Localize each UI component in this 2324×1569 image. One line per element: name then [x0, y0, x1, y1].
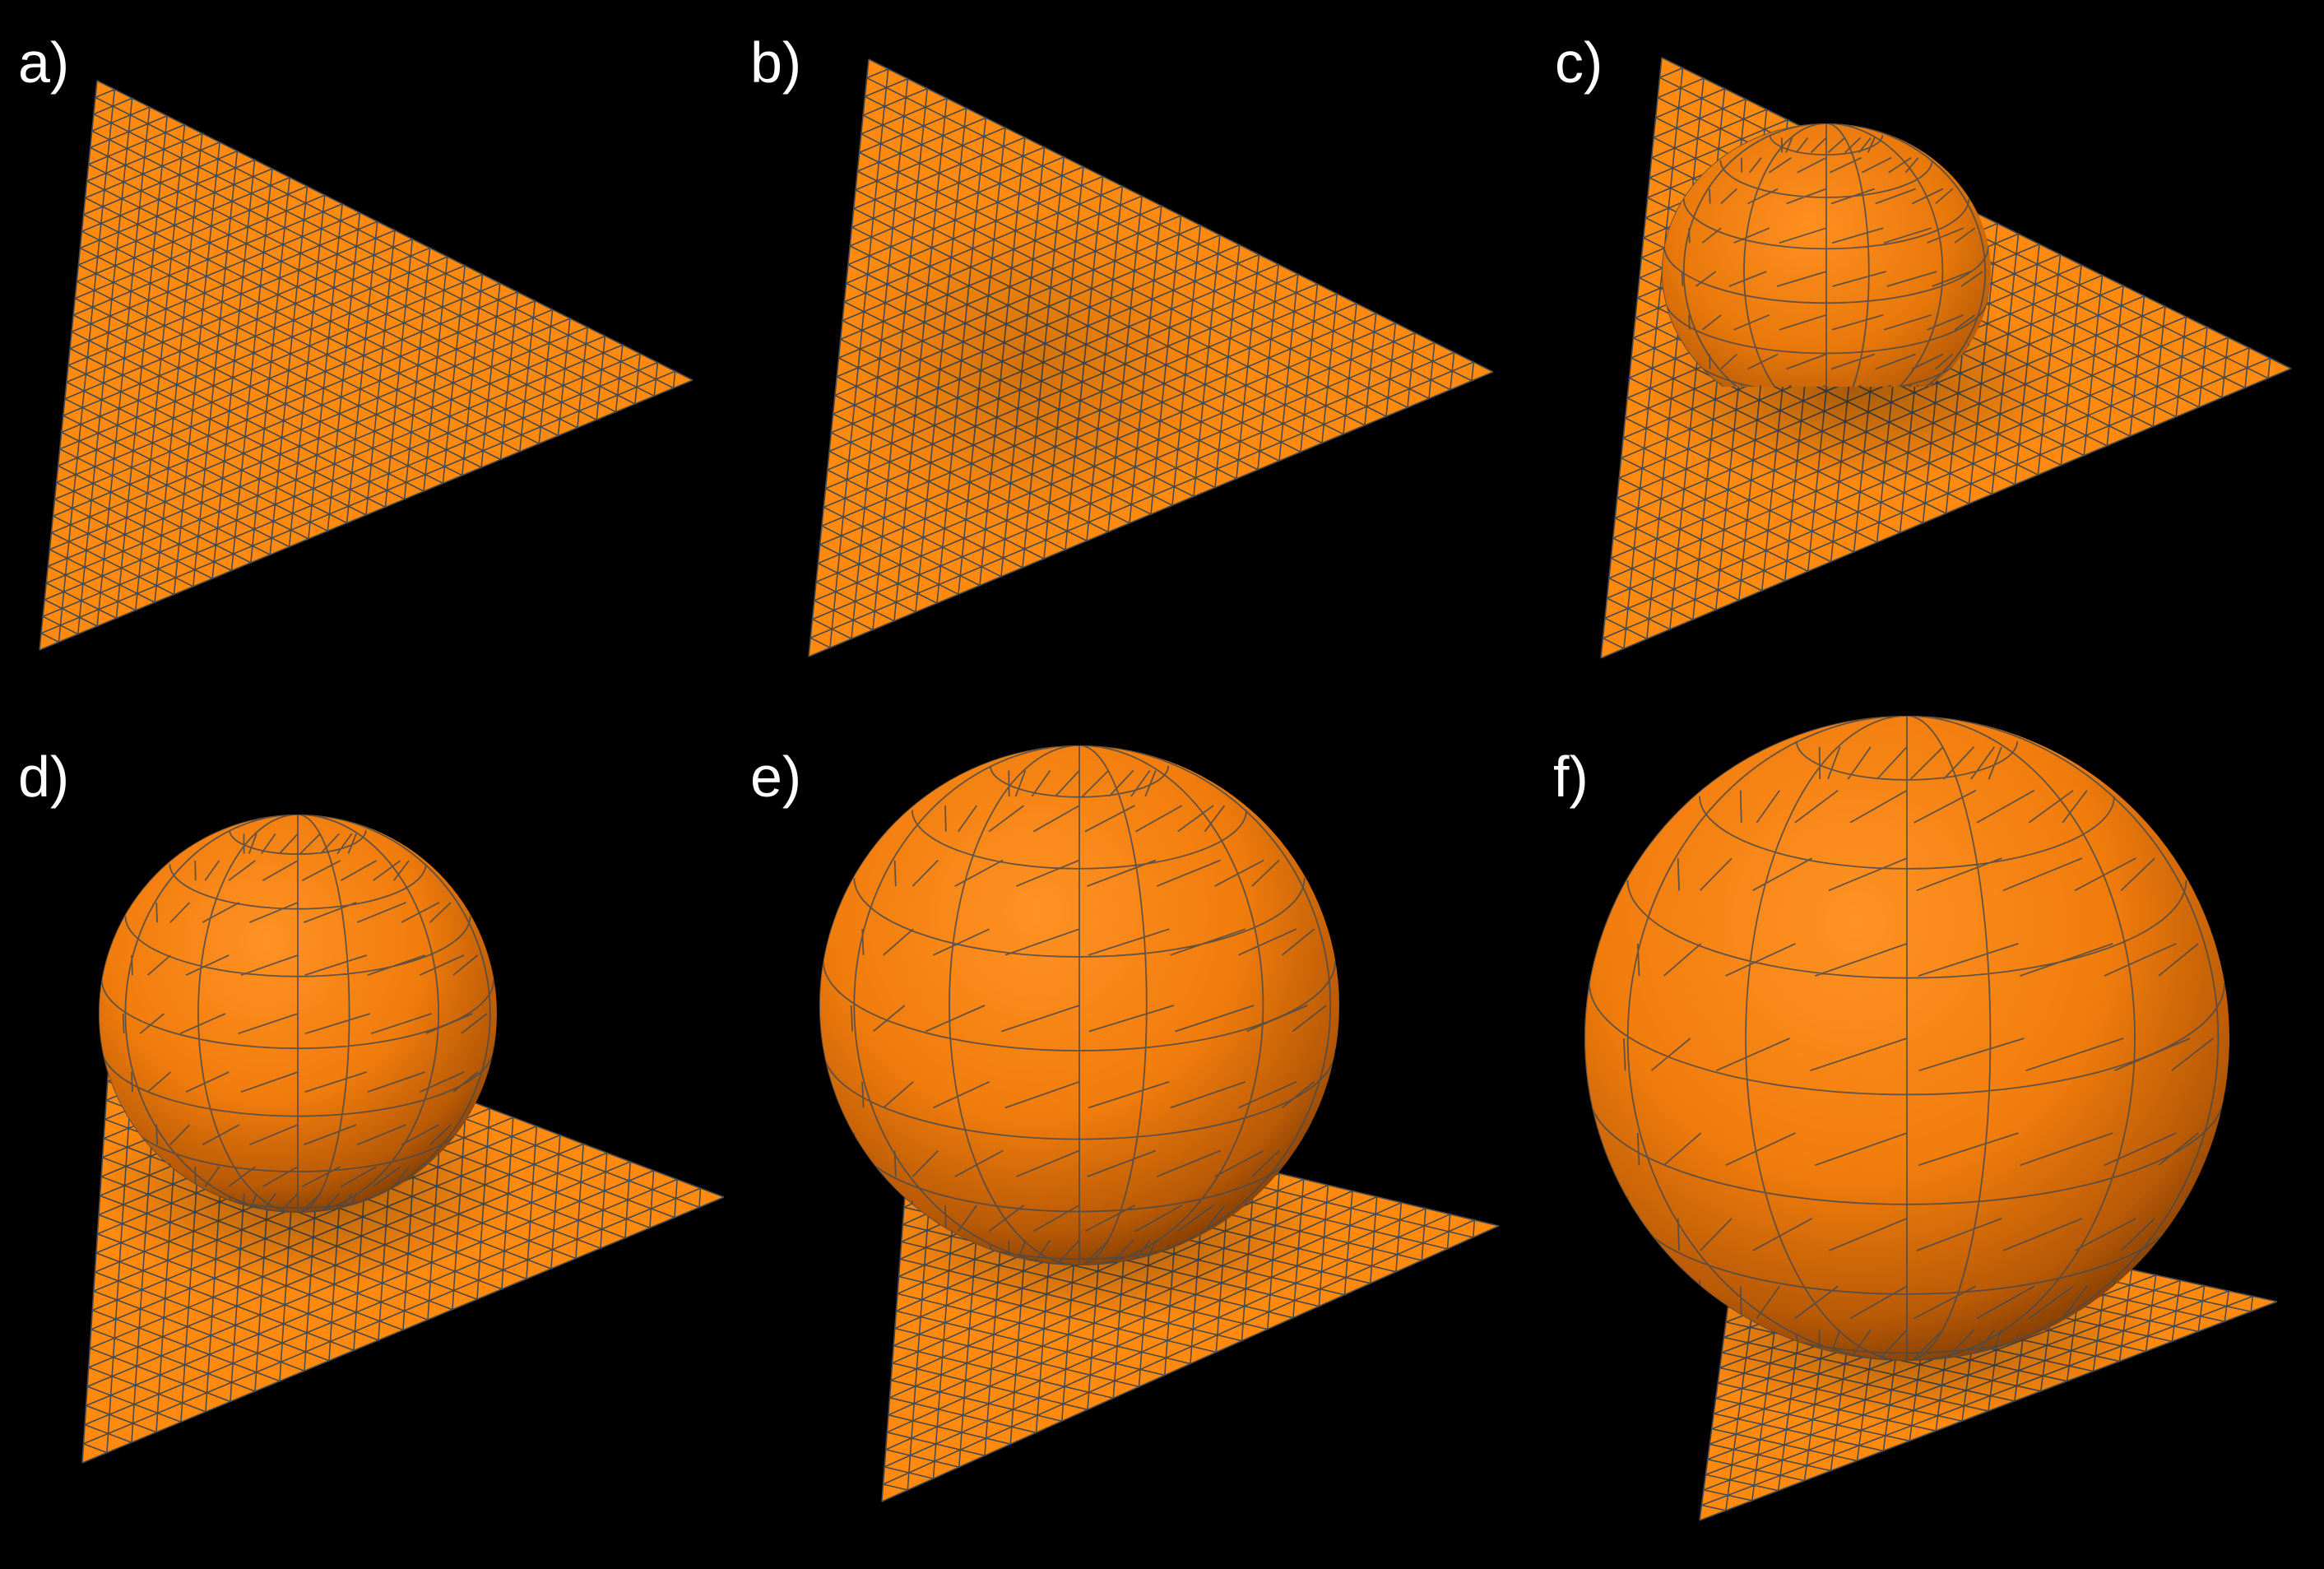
panel-a: a): [18, 30, 693, 651]
mesh-wireframe: [39, 80, 693, 651]
panel-d: d): [18, 745, 725, 1464]
panel-label-a: a): [18, 30, 69, 95]
mesh-fill: [39, 81, 693, 650]
dome-surface: [1662, 123, 1991, 387]
sphere-e: [819, 745, 1339, 1265]
sphere-wireframe: [1662, 123, 1989, 387]
panel-label-e: e): [750, 745, 801, 809]
panel-f: f): [1553, 716, 2278, 1521]
flat-triangle-mesh: [39, 80, 693, 651]
bulge-shading: [823, 206, 1234, 535]
panel-c: c): [1555, 30, 2292, 659]
dome-clipped: [1662, 123, 1991, 387]
sphere-wireframe: [1584, 716, 2225, 1361]
sphere-f: [1584, 716, 2229, 1361]
sphere-wireframe: [819, 745, 1337, 1265]
panel-label-f: f): [1553, 745, 1589, 809]
panel-b: b): [750, 30, 1494, 657]
sphere-d: [99, 815, 497, 1213]
panel-e: e): [750, 745, 1500, 1502]
sphere-wireframe: [99, 815, 495, 1213]
panel-label-b: b): [750, 30, 801, 95]
panel-label-d: d): [18, 745, 69, 809]
panel-label-c: c): [1555, 30, 1603, 95]
